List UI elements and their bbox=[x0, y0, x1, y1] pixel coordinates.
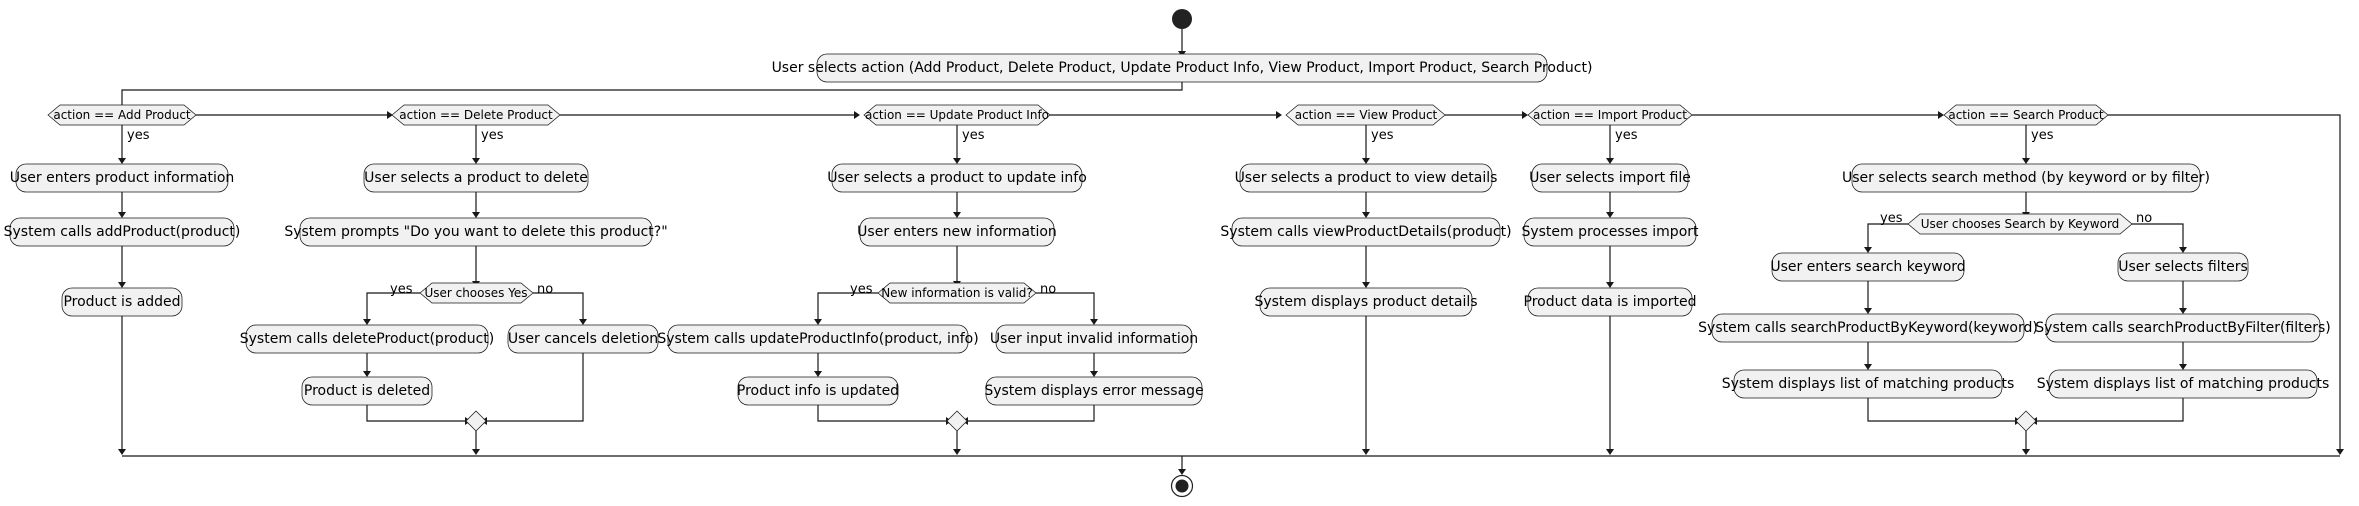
branch-label-yes: yes bbox=[1615, 128, 1638, 143]
action-srch-call-filter: System calls searchProductByFilter(filte… bbox=[2035, 313, 2331, 343]
action-srch-list-keyword: System displays list of matching product… bbox=[1722, 369, 2015, 399]
action-add-enter-info: User enters product information bbox=[10, 163, 235, 193]
branch-label-yes: yes bbox=[1371, 128, 1394, 143]
branch-label-yes: yes bbox=[962, 128, 985, 143]
action-del-prompt: System prompts "Do you want to delete th… bbox=[284, 217, 668, 247]
end-node bbox=[1170, 474, 1194, 498]
action-label: System processes import bbox=[1521, 224, 1699, 240]
action-label: User selects filters bbox=[2118, 259, 2248, 275]
branch-label-yes: yes bbox=[481, 128, 504, 143]
action-srch-list-filter: System displays list of matching product… bbox=[2037, 369, 2330, 399]
decision-import: action == Import Product bbox=[1527, 104, 1693, 126]
action-label: Product data is imported bbox=[1524, 294, 1697, 310]
decision-add: action == Add Product bbox=[47, 104, 197, 126]
branch-label-yes: yes bbox=[390, 282, 413, 297]
action-upd-error: System displays error message bbox=[984, 376, 1204, 406]
branch-label-no: no bbox=[2136, 211, 2152, 226]
action-del-cancel: User cancels deletion bbox=[507, 324, 659, 354]
action-label: System calls viewProductDetails(product) bbox=[1220, 224, 1511, 240]
decision-update: action == Update Product Info bbox=[863, 104, 1051, 126]
action-srch-keyword: User enters search keyword bbox=[1770, 252, 1966, 282]
action-srch-method: User selects search method (by keyword o… bbox=[1842, 163, 2210, 193]
decision-del-yes: User chooses Yes bbox=[419, 282, 534, 304]
action-label: Product is added bbox=[63, 294, 180, 310]
action-view-select: User selects a product to view details bbox=[1235, 163, 1498, 193]
action-label: User input invalid information bbox=[990, 331, 1198, 347]
action-label: System displays error message bbox=[984, 383, 1203, 399]
action-label: User cancels deletion bbox=[508, 331, 658, 347]
branch-label-yes: yes bbox=[127, 128, 150, 143]
branch-label-yes: yes bbox=[1880, 211, 1903, 226]
decision-label: User chooses Search by Keyword bbox=[1921, 217, 2120, 231]
action-label: User selects a product to view details bbox=[1235, 170, 1498, 186]
action-label: System prompts "Do you want to delete th… bbox=[284, 224, 667, 240]
action-label: System calls searchProductByKeyword(keyw… bbox=[1698, 320, 2038, 336]
action-upd-select: User selects a product to update info bbox=[827, 163, 1087, 193]
decision-view: action == View Product bbox=[1285, 104, 1446, 126]
decision-delete: action == Delete Product bbox=[391, 104, 561, 126]
action-label: User enters search keyword bbox=[1770, 259, 1965, 275]
decision-srch-keyword: User chooses Search by Keyword bbox=[1907, 213, 2133, 235]
decision-label: User chooses Yes bbox=[424, 286, 527, 300]
action-add-call: System calls addProduct(product) bbox=[4, 217, 241, 247]
branch-label-no: no bbox=[537, 282, 553, 297]
action-srch-call-keyword: System calls searchProductByKeyword(keyw… bbox=[1698, 313, 2038, 343]
action-label: System calls deleteProduct(product) bbox=[240, 331, 495, 347]
action-add-done: Product is added bbox=[61, 287, 183, 317]
action-upd-done: Product info is updated bbox=[737, 376, 899, 406]
action-upd-invalid: User input invalid information bbox=[990, 324, 1198, 354]
action-select-action: User selects action (Add Product, Delete… bbox=[772, 53, 1593, 83]
action-imp-process: System processes import bbox=[1521, 217, 1699, 247]
merge-diamond-update bbox=[946, 410, 968, 432]
branch-labels: yes yes yes yes yes yes yes no yes no ye… bbox=[127, 128, 2152, 297]
action-srch-filters: User selects filters bbox=[2117, 252, 2249, 282]
action-label: User selects import file bbox=[1529, 170, 1691, 186]
action-view-done: System displays product details bbox=[1254, 287, 1478, 317]
action-label: User selects action (Add Product, Delete… bbox=[772, 60, 1593, 76]
action-upd-call: System calls updateProductInfo(product, … bbox=[657, 324, 979, 354]
decision-label: action == Search Product bbox=[1948, 108, 2104, 122]
edges bbox=[118, 29, 2344, 475]
branch-label-yes: yes bbox=[850, 282, 873, 297]
action-label: User selects search method (by keyword o… bbox=[1842, 170, 2210, 186]
action-imp-select: User selects import file bbox=[1529, 163, 1691, 193]
action-label: User enters product information bbox=[10, 170, 235, 186]
action-upd-enter: User enters new information bbox=[857, 217, 1057, 247]
action-label: System displays list of matching product… bbox=[1722, 376, 2015, 392]
merge-diamond-delete bbox=[465, 410, 487, 432]
action-label: User selects a product to update info bbox=[827, 170, 1087, 186]
action-del-select: User selects a product to delete bbox=[363, 163, 589, 193]
decision-label: action == View Product bbox=[1295, 108, 1438, 122]
action-label: Product info is updated bbox=[737, 383, 899, 399]
action-del-done: Product is deleted bbox=[301, 376, 433, 406]
start-node bbox=[1172, 9, 1192, 29]
action-label: System calls updateProductInfo(product, … bbox=[657, 331, 978, 347]
decision-search: action == Search Product bbox=[1943, 104, 2109, 126]
decision-upd-valid: New information is valid? bbox=[877, 282, 1037, 304]
decision-label: action == Add Product bbox=[53, 108, 191, 122]
decision-label: New information is valid? bbox=[881, 286, 1033, 300]
action-view-call: System calls viewProductDetails(product) bbox=[1220, 217, 1512, 247]
decision-label: action == Import Product bbox=[1533, 108, 1687, 122]
action-del-call: System calls deleteProduct(product) bbox=[240, 324, 495, 354]
action-label: System displays list of matching product… bbox=[2037, 376, 2330, 392]
action-label: System calls searchProductByFilter(filte… bbox=[2035, 320, 2330, 336]
decision-label: action == Update Product Info bbox=[865, 108, 1049, 122]
action-label: User selects a product to delete bbox=[364, 170, 588, 186]
action-label: System calls addProduct(product) bbox=[4, 224, 241, 240]
decision-label: action == Delete Product bbox=[399, 108, 553, 122]
action-label: System displays product details bbox=[1254, 294, 1477, 310]
branch-label-no: no bbox=[1040, 282, 1056, 297]
merge-diamond-search bbox=[2015, 410, 2037, 432]
action-label: User enters new information bbox=[857, 224, 1057, 240]
branch-label-yes: yes bbox=[2031, 128, 2054, 143]
action-imp-done: Product data is imported bbox=[1524, 287, 1697, 317]
action-label: Product is deleted bbox=[304, 383, 430, 399]
